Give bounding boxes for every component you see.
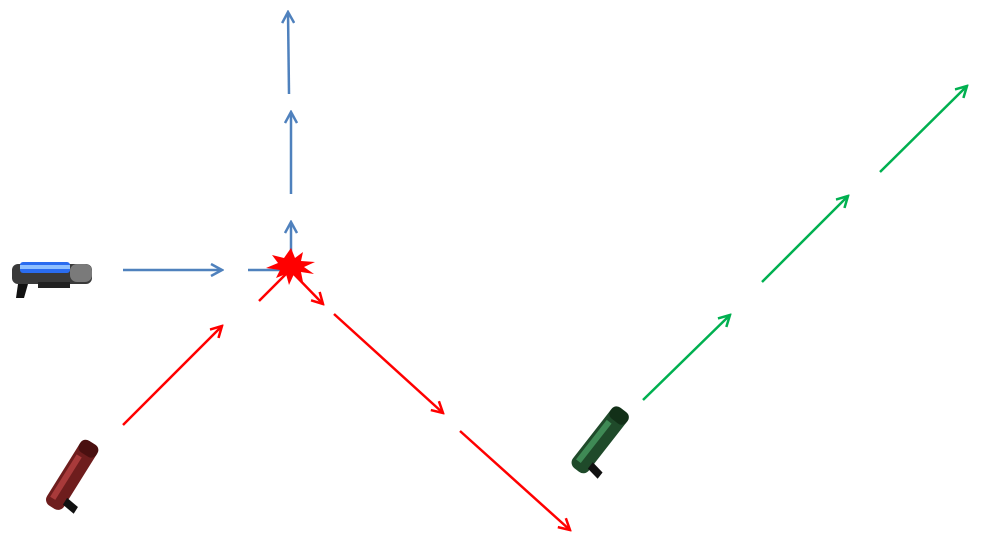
green-arrow (879, 86, 967, 173)
red-blaster-icon (46, 439, 99, 514)
green-arrow (761, 196, 848, 283)
red-arrow (290, 270, 323, 304)
red-arrow (258, 271, 289, 302)
green-blaster-icon (571, 406, 629, 479)
blue-trajectory (123, 12, 291, 270)
green-trajectory (642, 86, 967, 401)
red-arrow (333, 313, 443, 413)
explosion-icon (266, 248, 315, 285)
red-trajectory (122, 270, 570, 530)
blue-arrow (288, 12, 289, 95)
red-arrow (459, 430, 570, 530)
green-arrow (642, 315, 730, 401)
red-arrow (122, 326, 222, 426)
blue-blaster-icon (12, 262, 92, 298)
